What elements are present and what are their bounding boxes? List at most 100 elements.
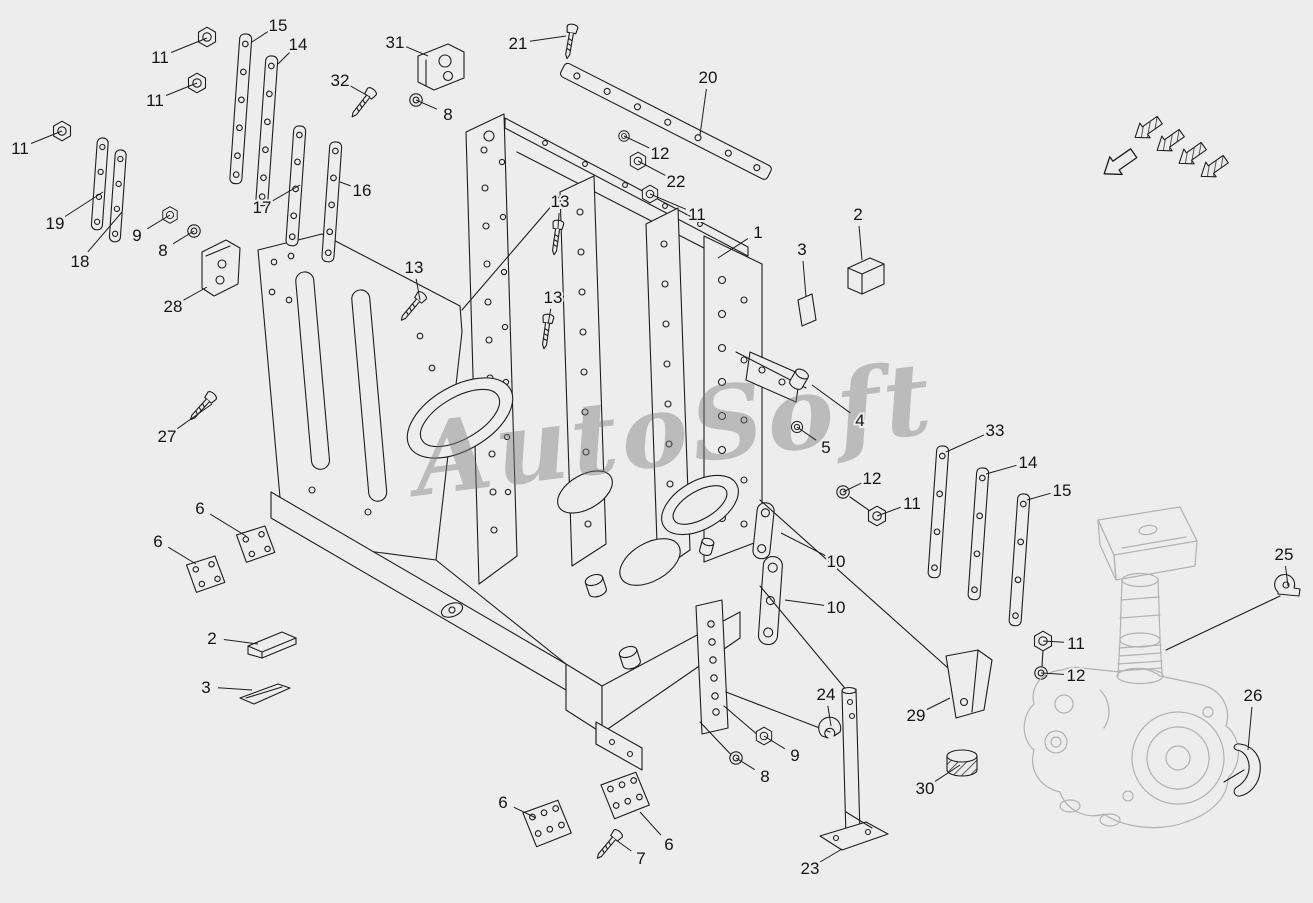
callout-leader-4 [529,35,567,42]
part-callout-24: 24 [817,685,836,704]
part-callout-4: 4 [855,411,864,430]
callout-leader-25 [547,308,552,325]
part-callout-30: 30 [916,779,935,798]
part-callout-6: 6 [153,532,162,551]
part-callout-13: 13 [544,288,563,307]
part-bracket-29 [945,649,993,719]
callout-leader-37 [784,599,825,606]
callout-leader-41 [217,687,253,691]
part-foot-30 [946,749,978,777]
part-stand-23 [819,686,889,851]
part-callout-5: 5 [821,438,830,457]
callout-leader-16 [717,238,749,259]
part-callout-16: 16 [353,181,372,200]
gearbox-ghost-drawing [1023,506,1239,829]
part-callout-11: 11 [151,48,169,67]
callout-leader-42 [1040,672,1065,675]
part-bushing-4 [789,368,809,390]
part-callout-21: 21 [509,34,528,53]
callout-leader-14 [272,184,301,202]
part-clamp-25 [1274,574,1301,597]
part-callout-19: 19 [46,214,65,233]
callout-leader-35 [209,513,247,537]
part-bracket-31 [417,43,465,91]
part-callout-26: 26 [1244,686,1263,705]
callout-leader-17 [858,225,863,261]
part-wedge-2 [247,631,297,659]
callout-leader-50 [639,811,662,836]
part-bracket-28 [201,239,241,297]
callout-leader-44 [827,705,832,727]
callout-leader-15 [557,212,560,229]
direction-arrows-icon [1103,112,1232,185]
part-callout-11: 11 [146,91,164,110]
callout-leader-28 [176,403,213,430]
part-callout-3: 3 [201,678,210,697]
part-callout-10: 10 [827,552,846,571]
part-callout-11: 11 [688,205,706,224]
callout-leader-19 [147,214,171,230]
part-callout-12: 12 [651,144,670,163]
part-callout-18: 18 [71,252,90,271]
part-callout-7: 7 [636,849,645,868]
callout-leader-20 [802,260,807,298]
part-callout-12: 12 [863,469,882,488]
part-callout-15: 15 [1053,481,1072,500]
part-callout-20: 20 [699,68,718,87]
part-strip-20 [560,62,772,180]
callout-leader-23 [415,278,421,301]
outline-arrow-icon [1103,148,1138,176]
callout-leader-2 [277,52,290,65]
callout-leader-43 [1247,706,1253,751]
part-wedge-3 [239,683,291,705]
callout-leader-7 [165,82,198,96]
part-callout-13: 13 [551,192,570,211]
part-callout-31: 31 [386,33,405,52]
part-callout-6: 6 [664,835,673,854]
part-handle-26 [1233,743,1261,797]
part-callout-11: 11 [903,494,921,513]
part-callout-6: 6 [195,499,204,518]
callout-leader-21 [172,230,195,245]
part-plate-3 [797,293,817,327]
part-callout-33: 33 [986,421,1005,440]
gearbox-connection-lines [1165,595,1281,783]
part-callout-9: 9 [132,226,141,245]
callout-leader-12 [339,181,351,187]
part-block-2 [847,257,885,295]
part-callout-28: 28 [164,297,183,316]
callout-leader-0 [170,37,208,53]
callout-leader-6 [699,88,707,136]
part-callout-22: 22 [667,172,686,191]
callout-leader-3 [405,46,429,57]
callout-leader-8 [415,99,438,110]
callout-leader-24 [183,286,208,301]
callout-leader-33 [1026,492,1051,501]
part-callout-14: 14 [1019,453,1038,472]
part-callout-2: 2 [207,629,216,648]
part-callout-8: 8 [443,105,452,124]
callout-leader-36 [168,546,197,565]
callout-leader-34 [780,532,826,557]
callout-leader-49 [513,806,537,819]
part-callout-3: 3 [797,240,806,259]
part-callout-6: 6 [498,793,507,812]
part-callout-2: 2 [853,205,862,224]
part-clip-24 [818,716,842,739]
callout-leader-18 [64,191,104,217]
callout-leader-22 [87,211,123,253]
part-callout-15: 15 [269,16,288,35]
part-callout-13: 13 [405,258,424,277]
callout-leader-45 [926,697,951,711]
callout-leader-26 [811,384,851,414]
part-callout-12: 12 [1067,666,1086,685]
part-callout-17: 17 [253,198,272,217]
callout-leader-51 [615,839,632,852]
callout-leader-39 [223,639,259,645]
part-callout-32: 32 [331,71,350,90]
part-callout-11: 11 [1067,634,1085,653]
callout-leader-27 [796,426,817,441]
part-callout-10: 10 [827,598,846,617]
